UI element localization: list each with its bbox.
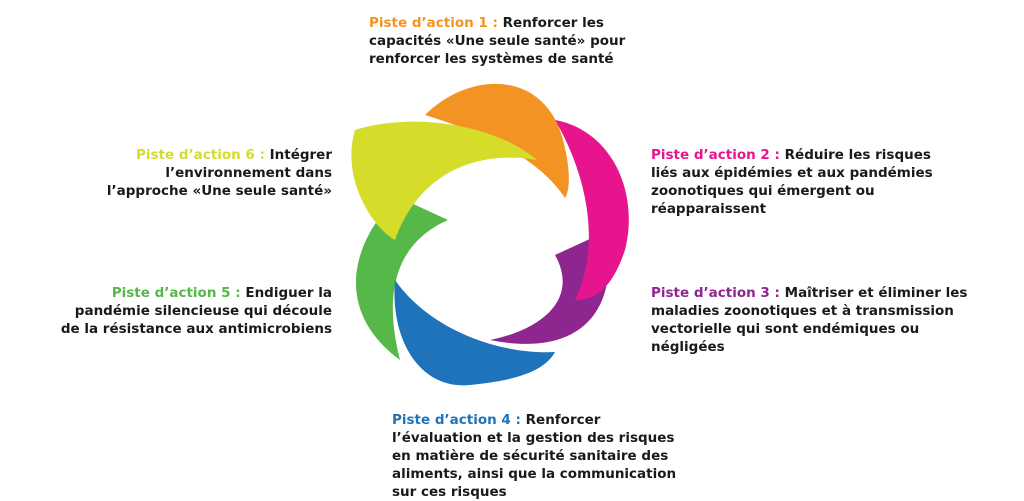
petal-action-6 [351,121,537,240]
action-2-text: Réduire les risques liés aux épidémies e… [651,147,933,217]
action-1-label: Piste d’action 1 : Renforcer les capacit… [369,14,659,68]
action-1-key: Piste d’action 1 : [369,15,503,31]
action-5-label: Piste d’action 5 : Endiguer la pandémie … [60,284,332,338]
petal-action-2 [555,120,629,300]
action-2-label: Piste d’action 2 : Réduire les risques l… [651,146,951,218]
action-4-key: Piste d’action 4 : [392,412,526,428]
action-3-text: Maîtriser et éliminer les maladies zoono… [651,285,968,355]
petal-action-4 [394,280,555,386]
action-3-key: Piste d’action 3 : [651,285,785,301]
action-6-label: Piste d’action 6 : Intégrer l’environnem… [100,146,332,200]
action-5-key: Piste d’action 5 : [111,285,246,301]
action-2-key: Piste d’action 2 : [651,147,785,163]
petal-action-5 [355,197,448,360]
action-4-label: Piste d’action 4 : Renforcer l’évaluatio… [392,411,692,501]
action-1-text: Renforcer les capacités «Une seule santé… [369,15,626,67]
action-6-text: Intégrer l’environnement dans l’approche… [106,147,332,199]
action-4-text: Renforcer l’évaluation et la gestion des… [392,412,677,500]
petal-action-3 [490,232,609,344]
action-5-text: Endiguer la pandémie silencieuse qui déc… [60,285,332,337]
action-6-key: Piste d’action 6 : [135,147,270,163]
action-3-label: Piste d’action 3 : Maîtriser et éliminer… [651,284,981,356]
